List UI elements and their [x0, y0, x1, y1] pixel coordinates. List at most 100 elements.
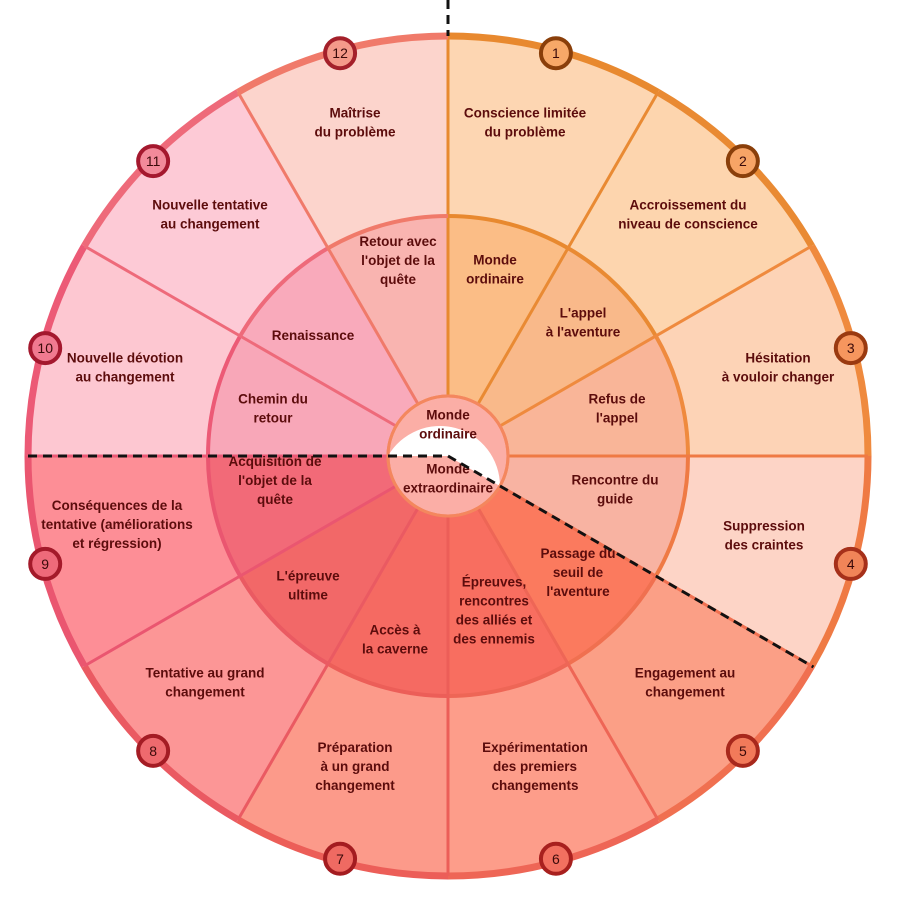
badge-number: 5	[739, 743, 747, 759]
inner-label-6-line: Épreuves,	[462, 575, 527, 590]
stage-badge-2: 2	[725, 144, 760, 179]
inner-segment-5	[478, 486, 656, 664]
outer-segment-8	[84, 576, 328, 820]
outer-label-11: Nouvelle tentative au changement	[152, 198, 268, 232]
outer-label-9-line: et régression)	[72, 536, 161, 551]
badge-number: 4	[847, 556, 855, 572]
outer-segment-9	[28, 456, 241, 666]
inner-segment-8	[240, 486, 418, 664]
outer-label-12-line: Maîtrise	[329, 106, 381, 121]
outer-label-3: Hésitation à vouloir changer	[722, 351, 835, 385]
inner-label-8-line: ultime	[288, 588, 328, 603]
outer-label-11-line: Nouvelle tentative	[152, 198, 268, 213]
outer-segment-3	[655, 246, 868, 456]
center-label-extraordinary-line: Monde	[426, 462, 470, 477]
inner-ring-arc	[654, 335, 690, 457]
badge-circle	[725, 144, 760, 179]
outer-label-11-line: au changement	[160, 217, 260, 232]
inner-label-8-line: L'épreuve	[276, 569, 340, 584]
inner-label-4-line: Rencontre du	[571, 473, 658, 488]
outer-label-3-line: Hésitation	[745, 351, 810, 366]
badge-circle	[538, 36, 573, 71]
inner-segment-1	[448, 216, 568, 405]
outer-segment-6	[448, 663, 658, 876]
inner-label-7-line: Accès à	[369, 623, 421, 638]
outer-label-6-line: changements	[491, 778, 578, 793]
badge-number: 2	[739, 153, 747, 169]
outer-label-12-line: du problème	[314, 125, 395, 140]
inner-label-5-line: Passage du	[540, 546, 615, 561]
outer-label-9-line: tentative (améliorations	[41, 517, 193, 532]
badge-number: 8	[149, 743, 157, 759]
stage-badge-5: 5	[725, 733, 760, 768]
outer-label-9: Conséquences de la tentative (amélioratio…	[41, 498, 193, 551]
segments-layer	[24, 32, 872, 880]
outer-segment-1	[448, 36, 658, 249]
inner-label-9-line: quête	[257, 492, 293, 507]
badge-number: 6	[552, 851, 560, 867]
badge-number: 1	[552, 45, 560, 61]
inner-label-6-line: des alliés et	[456, 613, 533, 628]
center-upper	[388, 426, 500, 486]
badge-circle	[28, 331, 63, 366]
stage-badge-4: 4	[833, 546, 868, 581]
inner-segment-4	[499, 456, 688, 576]
outer-label-9-line: Conséquences de la	[52, 498, 183, 513]
inner-label-9-line: l'objet de la	[238, 473, 312, 488]
badge-circle	[136, 733, 171, 768]
inner-label-4-line: guide	[597, 492, 633, 507]
badge-number: 7	[336, 851, 344, 867]
badge-circle	[833, 546, 868, 581]
outer-label-4-line: Suppression	[723, 519, 805, 534]
inner-ring-arc	[238, 574, 330, 666]
outer-label-7-line: changement	[315, 778, 395, 793]
outer-segment-5	[568, 576, 812, 820]
inner-segment-10	[208, 336, 397, 456]
outer-segment-12	[238, 36, 448, 249]
inner-segment-9	[208, 456, 397, 576]
outer-label-3-line: à vouloir changer	[722, 370, 835, 385]
stage-badge-3: 3	[833, 331, 868, 366]
inner-label-10-line: retour	[253, 411, 293, 426]
badge-circle	[538, 841, 573, 876]
inner-label-1-line: Monde	[473, 253, 517, 268]
inner-segment-6	[448, 507, 568, 696]
outer-label-8-line: changement	[165, 685, 245, 700]
outer-segment-2	[568, 92, 812, 336]
stage-badge-1: 1	[538, 36, 573, 71]
outer-label-10-line: au changement	[75, 370, 175, 385]
outer-label-5-line: changement	[645, 685, 725, 700]
inner-segment-2	[478, 248, 656, 426]
outer-segment-4	[655, 456, 868, 666]
dashed-line	[28, 0, 815, 669]
badge-number: 9	[41, 556, 49, 572]
outer-label-7-line: Préparation	[317, 740, 392, 755]
inner-ring-arc	[206, 455, 242, 577]
outer-label-2-line: niveau de conscience	[618, 217, 758, 232]
outer-label-1-line: du problème	[484, 125, 565, 140]
inner-label-4: Rencontre du guide	[571, 473, 658, 507]
outer-segment-7	[238, 663, 448, 876]
badge-circle	[323, 841, 358, 876]
inner-segment-7	[328, 507, 448, 696]
inner-segment-11	[240, 248, 418, 426]
badge-circle	[136, 144, 171, 179]
outer-label-5-line: Engagement au	[635, 666, 736, 681]
badge-number: 3	[847, 340, 855, 356]
center-label-ordinary-line: Monde	[426, 408, 470, 423]
inner-ring-arc	[327, 662, 449, 698]
